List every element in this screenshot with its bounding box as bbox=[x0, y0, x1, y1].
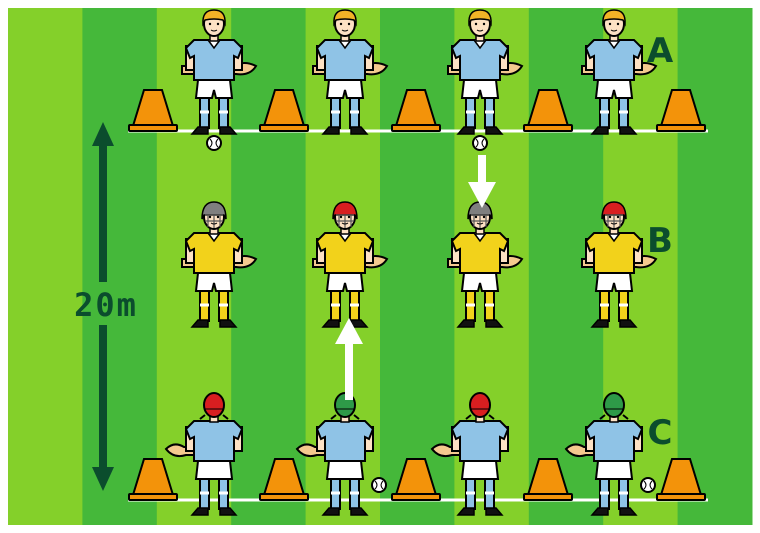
distance-label: 20m bbox=[74, 286, 138, 324]
row-label-b: B bbox=[647, 221, 673, 261]
grass-stripe bbox=[8, 8, 83, 525]
ball-icon bbox=[473, 136, 487, 150]
row-label-a: A bbox=[647, 31, 674, 71]
row-label-c: C bbox=[648, 413, 673, 453]
ball-icon bbox=[641, 478, 655, 492]
ball-icon bbox=[372, 478, 386, 492]
grass-stripe bbox=[82, 8, 157, 525]
ball-icon bbox=[207, 136, 221, 150]
grass-stripe bbox=[678, 8, 753, 525]
